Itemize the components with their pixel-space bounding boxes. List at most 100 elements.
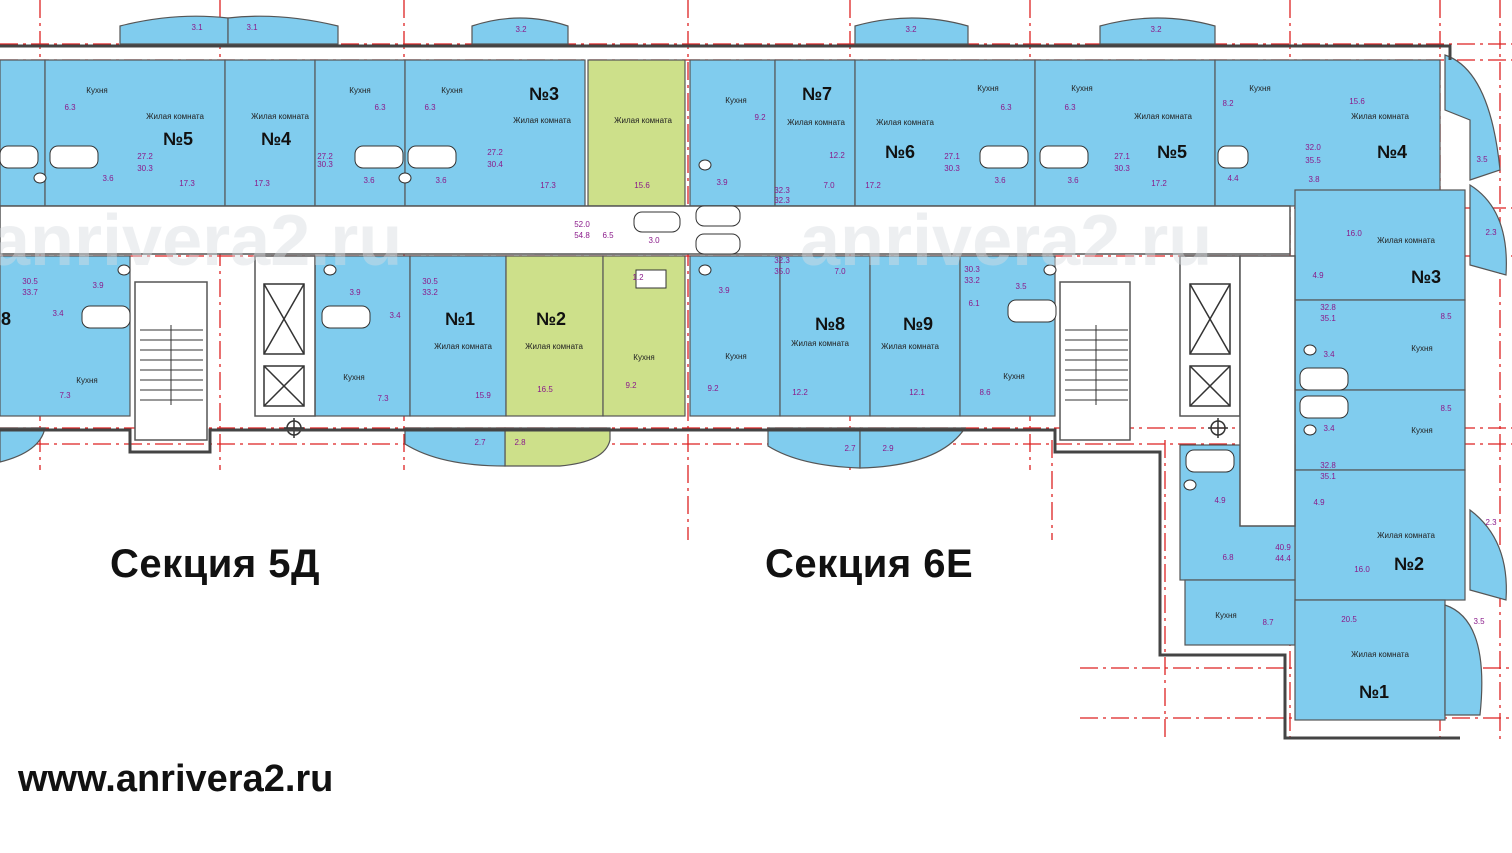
area-living: 32.0 bbox=[1305, 143, 1321, 152]
area-hall: 3.4 bbox=[52, 309, 64, 318]
area-balcony: 3.1 bbox=[191, 23, 203, 32]
area-living: 30.5 bbox=[422, 277, 438, 286]
area-balcony: 3.5 bbox=[1476, 155, 1488, 164]
kitchen-label: Кухня bbox=[977, 84, 998, 93]
area-living: 27.1 bbox=[944, 152, 960, 161]
area-total: 54.8 bbox=[574, 231, 590, 240]
room-label: Жилая комната bbox=[881, 342, 939, 351]
area-living: 52.0 bbox=[574, 220, 590, 229]
kitchen-label: Кухня bbox=[1003, 372, 1024, 381]
area-living: 27.2 bbox=[317, 152, 333, 161]
area-total: 35.5 bbox=[1305, 156, 1321, 165]
area-room: 12.1 bbox=[909, 388, 925, 397]
area-living: 32.3 bbox=[774, 186, 790, 195]
apt-number-6e-n6: №6 bbox=[885, 142, 915, 162]
area-figures: 6.3 17.3 3.6 27.2 30.3 17.3 27.2 30.3 6.… bbox=[22, 23, 1497, 627]
apt-number-6e-n3: №3 bbox=[1411, 267, 1441, 287]
area-kitchen: 6.3 bbox=[374, 103, 386, 112]
kitchen-label: Кухня bbox=[349, 86, 370, 95]
area-total: 30.3 bbox=[944, 164, 960, 173]
stairs bbox=[140, 325, 1128, 405]
apartment-numbers: №5 №4 №3 №2 №1 8 №7 №6 №5 №4 №8 №9 №3 №2… bbox=[1, 84, 1441, 702]
area-balcony: 2.7 bbox=[844, 444, 856, 453]
kitchen-label: Кухня bbox=[86, 86, 107, 95]
kitchen-label: Кухня bbox=[633, 353, 654, 362]
apt-number-6e-n5: №5 bbox=[1157, 142, 1187, 162]
sanitary-fixtures bbox=[0, 145, 1349, 491]
area-bath: 3.9 bbox=[349, 288, 361, 297]
kitchen-label: Кухня bbox=[1411, 426, 1432, 435]
room-label: Жилая комната bbox=[146, 112, 204, 121]
area-bath: 3.6 bbox=[1067, 176, 1079, 185]
area-hall: 3.4 bbox=[389, 311, 401, 320]
apt-number-5d-n1: №1 bbox=[445, 309, 475, 329]
area-bath: 4.4 bbox=[1227, 174, 1239, 183]
apt-number-5d-n4: №4 bbox=[261, 129, 291, 149]
area-bath: 3.6 bbox=[994, 176, 1006, 185]
area-kitchen: 8.5 bbox=[1440, 404, 1452, 413]
area-total: 30.3 bbox=[1114, 164, 1130, 173]
apt-number-6e-n9: №9 bbox=[903, 314, 933, 334]
area-living: 27.2 bbox=[137, 152, 153, 161]
room-label: Жилая комната bbox=[791, 339, 849, 348]
room-label: Жилая комната bbox=[1351, 112, 1409, 121]
room-label: Жилая комната bbox=[513, 116, 571, 125]
outer-walls bbox=[0, 44, 1460, 740]
room-label: Жилая комната bbox=[1351, 650, 1409, 659]
area-total: 30.4 bbox=[487, 160, 503, 169]
area-balcony: 3.1 bbox=[246, 23, 258, 32]
area-kitchen: 8.5 bbox=[1440, 312, 1452, 321]
area-room: 20.5 bbox=[1341, 615, 1357, 624]
area-total: 33.2 bbox=[422, 288, 438, 297]
area-living: 40.9 bbox=[1275, 543, 1291, 552]
room-label: Жилая комната bbox=[1377, 236, 1435, 245]
kitchen-label: Кухня bbox=[76, 376, 97, 385]
area-total: 35.1 bbox=[1320, 314, 1336, 323]
area-kitchen: 6.3 bbox=[424, 103, 436, 112]
area-kitchen: 6.3 bbox=[1000, 103, 1012, 112]
apartment-fills bbox=[0, 59, 1466, 721]
kitchen-label: Кухня bbox=[725, 96, 746, 105]
area-living: 32.8 bbox=[1320, 303, 1336, 312]
kitchen-label: Кухня bbox=[441, 86, 462, 95]
area-bath: 3.9 bbox=[716, 178, 728, 187]
area-bath: 3.5 bbox=[1015, 282, 1027, 291]
area-kitchen: 7.3 bbox=[59, 391, 71, 400]
section-label-5d: Секция 5Д bbox=[110, 542, 321, 586]
area-room: 15.6 bbox=[1349, 97, 1365, 106]
apt-number-6e-n4: №4 bbox=[1377, 142, 1407, 162]
area-kitchen: 6.3 bbox=[64, 103, 76, 112]
area-hall: 7.0 bbox=[834, 267, 846, 276]
area-bath: 3.6 bbox=[363, 176, 375, 185]
area-hall: 4.9 bbox=[1312, 271, 1324, 280]
area-kitchen: 9.2 bbox=[707, 384, 719, 393]
apt-number-5d-n3: №3 bbox=[529, 84, 559, 104]
area-hall: 6.8 bbox=[1222, 553, 1234, 562]
apt-number-6e-n1: №1 bbox=[1359, 682, 1389, 702]
area-kitchen: 7.3 bbox=[377, 394, 389, 403]
site-url: www.anrivera2.ru bbox=[18, 758, 334, 800]
area-living: 30.5 bbox=[22, 277, 38, 286]
area-bath: 3.9 bbox=[718, 286, 730, 295]
area-wc: 1.2 bbox=[632, 273, 644, 282]
area-bath: 3.9 bbox=[92, 281, 104, 290]
area-kitchen: 8.6 bbox=[979, 388, 991, 397]
area-living: 32.3 bbox=[774, 256, 790, 265]
area-total: 33.7 bbox=[22, 288, 38, 297]
room-label: Жилая комната bbox=[876, 118, 934, 127]
area-room: 17.3 bbox=[540, 181, 556, 190]
area-room: 17.2 bbox=[1151, 179, 1167, 188]
area-balcony: 3.2 bbox=[515, 25, 527, 34]
area-kitchen: 8.2 bbox=[1222, 99, 1234, 108]
area-hall: 6.5 bbox=[602, 231, 614, 240]
area-balcony: 2.3 bbox=[1485, 518, 1497, 527]
area-balcony: 2.7 bbox=[474, 438, 486, 447]
kitchen-label: Кухня bbox=[1215, 611, 1236, 620]
room-labels: Кухня Жилая комната Жилая комната Кухня … bbox=[76, 84, 1435, 659]
area-hall: 3.8 bbox=[1308, 175, 1320, 184]
area-balcony: 3.2 bbox=[1150, 25, 1162, 34]
area-room: 15.9 bbox=[475, 391, 491, 400]
apt-number-6e-n7: №7 bbox=[802, 84, 832, 104]
